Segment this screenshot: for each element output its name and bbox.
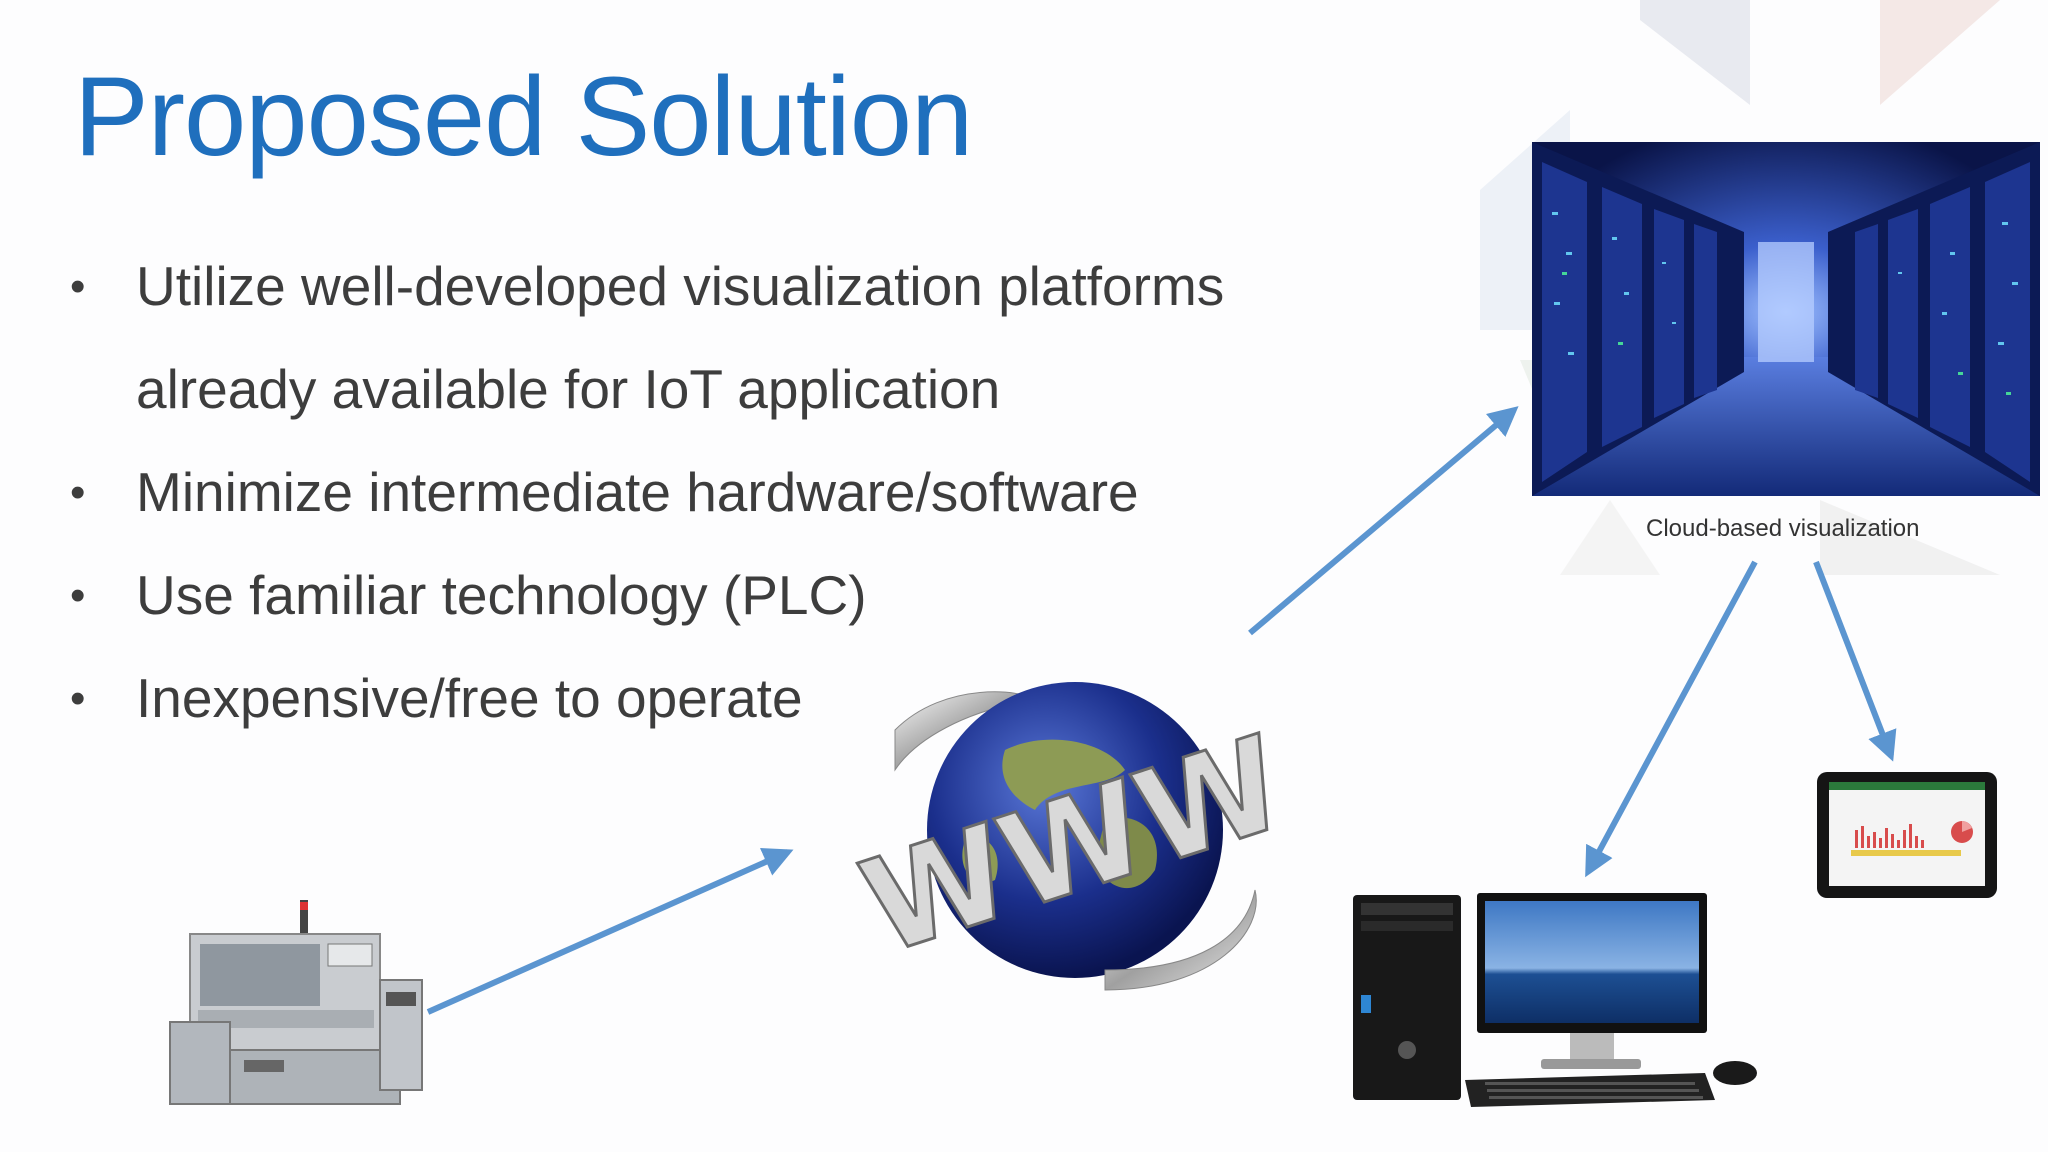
bullet-marker: • — [70, 262, 86, 311]
arrow-cloud-to-desktop — [1585, 560, 1758, 878]
bullet-text: Use familiar technology (PLC) — [136, 564, 867, 626]
bullet-text: Inexpensive/free to operate — [136, 667, 803, 729]
arrow-machine-to-web — [426, 848, 794, 1015]
bullet-item: • Minimize intermediate hardware/softwar… — [70, 441, 1310, 544]
bullet-item: • Inexpensive/free to operate — [70, 647, 1310, 750]
bullet-list: • Utilize well-developed visualization p… — [70, 235, 1310, 750]
arrow-cloud-to-tablet — [1813, 560, 1897, 762]
bullet-item: • Utilize well-developed visualization p… — [70, 235, 1310, 441]
bullet-text: Utilize well-developed visualization pla… — [136, 255, 1225, 420]
bullet-text: Minimize intermediate hardware/software — [136, 461, 1139, 523]
arrow-web-to-cloud — [1248, 406, 1519, 636]
www-globe-image: WWW — [855, 682, 1295, 991]
cloud-visualization-caption: Cloud-based visualization — [1646, 515, 1920, 542]
bullet-marker: • — [70, 468, 86, 517]
cnc-lathe-machine-image — [169, 900, 423, 1105]
tablet-device-image — [1817, 772, 1997, 898]
desktop-computer-image — [1353, 893, 1757, 1107]
slide-title: Proposed Solution — [74, 54, 973, 179]
bullet-item: • Use familiar technology (PLC) — [70, 544, 1310, 647]
server-room-image — [1532, 142, 2040, 496]
bullet-marker: • — [70, 674, 86, 723]
bullet-marker: • — [70, 571, 86, 620]
